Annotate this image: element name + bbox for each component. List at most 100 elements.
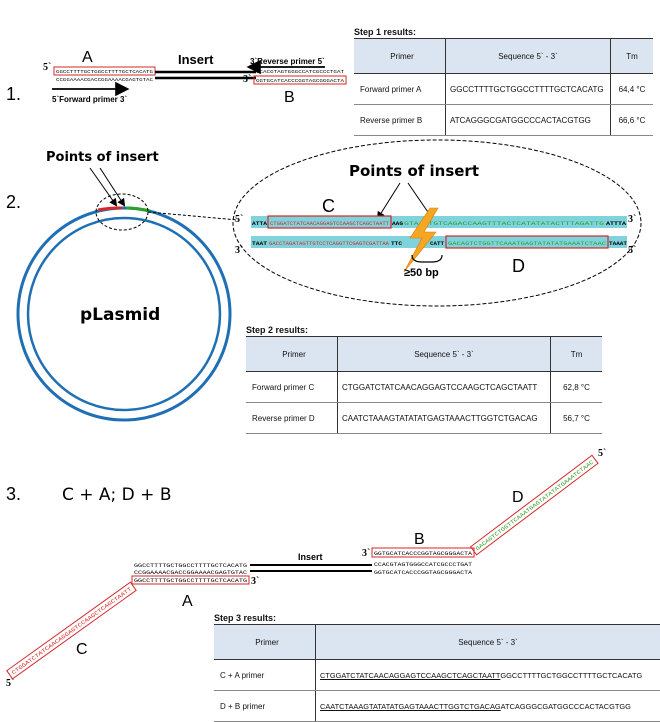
large-points-arrow-1 — [378, 183, 400, 218]
label-d: D — [512, 256, 525, 276]
step-2-number: 2. — [6, 192, 21, 212]
table-row: C + A primer CTGGATCTATCAACAGGAGTCCAAGCT… — [214, 660, 660, 691]
seq-bottom-left: CCGGAAAACGACCGGAAAACGAGTGTAC — [56, 77, 153, 83]
label-c-3: C — [76, 641, 88, 658]
table1-header-row: Primer Sequence 5` - 3` Tm — [354, 39, 653, 74]
prime-3-b: 3` — [362, 548, 370, 559]
label-d-3: D — [512, 489, 524, 506]
table1-cell-tm: 66,6 °C — [611, 105, 654, 136]
points-of-insert-large: Points of insert — [349, 162, 479, 180]
seq-forward-a: GGCCTTTTGCTGGCCTTTTGCTCACATG — [56, 69, 153, 75]
table1-cell-sequence: GGCCTTTTGCTGGCCTTTTGCTCACATG — [446, 74, 611, 105]
plasmid-label: pLasmid — [80, 305, 160, 325]
seq-reverse-top: CCACGTAGTGGGCCATCGCCCTGAT — [256, 69, 344, 75]
table2-header-row: Primer Sequence 5` - 3` Tm — [246, 337, 602, 372]
a-part: GGCCTTTTGCTGGCCTTTTGCTCACATG — [500, 671, 642, 680]
label-a-3: A — [182, 593, 193, 610]
reverse-primer-label: 3`Reverse primer 5` — [250, 57, 325, 66]
table3-cell-primer: D + B primer — [214, 691, 316, 722]
prime-5-top: 5` — [235, 214, 243, 225]
label-b-3: B — [414, 531, 425, 548]
table1-header-tm: Tm — [611, 39, 654, 74]
bot-mid: CATT — [430, 240, 445, 247]
label-a: A — [82, 49, 93, 66]
prime-3-right: 3` — [243, 74, 251, 85]
seq3-b-boxed: GGTGCATCACCCGGTAGCGGGACTA — [374, 551, 472, 557]
table-row: Reverse primer B ATCAGGGCGATGGCCCACTACGT… — [354, 105, 653, 136]
step-3-number: 3. — [6, 484, 21, 504]
bot-end: TAAAT — [609, 240, 628, 247]
prime-5-bottom: 5` — [628, 245, 636, 256]
table1-cell-primer: Reverse primer B — [354, 105, 446, 136]
top-gap: AAG — [392, 220, 404, 227]
table2-header-tm: Tm — [551, 337, 603, 372]
seq3-bot-right: GGTGCATCACCCGGTAGCGGGACTA — [374, 570, 472, 576]
table-row: D + B primer CAATCTAAAGTATATATGAGTAAACTT… — [214, 691, 660, 722]
table1-header-sequence: Sequence 5` - 3` — [446, 39, 611, 74]
top-d-seq: GTAACTGTCAGACCAAGTTTACTCATATATACTTTAGATT… — [404, 220, 604, 227]
table3-cell-sequence: CTGGATCTATCAACAGGAGTCCAAGCTCAGCTAATTGGCC… — [316, 660, 660, 691]
bot-c-seq: GACCTAGATAGTTGTCCTCAGGTTCGAGTCGATTAA — [269, 240, 390, 247]
seq3-d-diag: GACAGTCTGGTTCAAATGAGTATATATGAAATCTAAC — [474, 458, 595, 552]
table-row: Reverse primer D CAATCTAAAGTATATATGAGTAA… — [246, 403, 602, 434]
table2-header-sequence: Sequence 5` - 3` — [338, 337, 551, 372]
table1-caption: Step 1 results: — [354, 27, 416, 37]
top-c-seq: CTGGATCTATCAACAGGAGTCCAAGCTCAGCTAATT — [270, 220, 390, 227]
table-row: Forward primer A GGCCTTTTGCTGGCCTTTTGCTC… — [354, 74, 653, 105]
prime-3-top: 3` — [628, 214, 636, 225]
table1-cell-tm: 64,4 °C — [611, 74, 654, 105]
points-of-insert-small: Points of insert — [46, 150, 159, 165]
zoom-circle-small — [96, 194, 148, 230]
plasmid-green-segment — [126, 208, 150, 211]
prime-5-c: 5` — [6, 678, 14, 689]
d-part-underlined: CAATCTAAAGTATATATGAGTAAACTTGGTCTGACAG — [320, 702, 501, 711]
bot-gap: TTC — [391, 240, 403, 247]
table1: Primer Sequence 5` - 3` Tm Forward prime… — [354, 38, 653, 136]
insert-label: Insert — [178, 52, 214, 67]
seq3-top-left: GGCCTTTTGCTGGCCTTTTGCTCACATG — [134, 563, 247, 569]
bot-start: TAAT — [252, 240, 268, 247]
table3-caption: Step 3 results: — [214, 613, 276, 623]
table2-cell-sequence: CTGGATCTATCAACAGGAGTCCAAGCTCAGCTAATT — [338, 372, 551, 403]
label-b: B — [284, 89, 295, 106]
seq3-a-boxed: GGCCTTTTGCTGGCCTTTTGCTCACATG — [134, 578, 247, 584]
table3-cell-sequence: CAATCTAAAGTATATATGAGTAAACTTGGTCTGACAGATC… — [316, 691, 660, 722]
prime-5-left: 5` — [43, 62, 51, 73]
table2: Primer Sequence 5` - 3` Tm Forward prime… — [246, 336, 602, 434]
seq3-c-diag: CTGGATCTATCAACAGGAGTCCAAGCTCAGCTAATT — [10, 585, 133, 676]
top-end: ATTTA — [606, 220, 627, 227]
seq3-mid-left: CCGGAAAACGACCGGAAAACGAGTGTAC — [134, 570, 247, 576]
primer-d-diagonal: GACAGTCTGGTTCAAATGAGTATATATGAAATCTAAC — [471, 455, 598, 554]
seq3-mid-right: CCACGTAGTGGGCCATCGCCCTGAT — [374, 562, 472, 568]
table2-cell-sequence: CAATCTAAAGTATATATGAGTAAACTTGGTCTGACAG — [338, 403, 551, 434]
primer-c-diagonal: CTGGATCTATCAACAGGAGTCCAAGCTCAGCTAATT — [7, 582, 136, 679]
table2-cell-tm: 56,7 °C — [551, 403, 603, 434]
table2-cell-primer: Forward primer C — [246, 372, 338, 403]
prime-3-bottom: 3` — [235, 245, 243, 256]
table-row: Forward primer C CTGGATCTATCAACAGGAGTCCA… — [246, 372, 602, 403]
plasmid-red-segment — [98, 208, 122, 210]
equation: C + A; D + B — [62, 485, 172, 505]
table3-header-row: Primer Sequence 5` - 3` — [214, 625, 660, 660]
table2-caption: Step 2 results: — [246, 325, 308, 335]
top-start: ATTA — [252, 220, 268, 227]
table1-header-primer: Primer — [354, 39, 446, 74]
prime-3-a: 3` — [251, 576, 259, 587]
table1-cell-sequence: ATCAGGGCGATGGCCCACTACGTGG — [446, 105, 611, 136]
table1-cell-primer: Forward primer A — [354, 74, 446, 105]
table2-header-primer: Primer — [246, 337, 338, 372]
insert-label-3: Insert — [298, 552, 323, 562]
bp-label: ≥50 bp — [404, 267, 439, 279]
table3: Primer Sequence 5` - 3` C + A primer CTG… — [214, 624, 660, 722]
table3-header-sequence: Sequence 5` - 3` — [316, 625, 660, 660]
table3-header-primer: Primer — [214, 625, 316, 660]
prime-5-d: 5` — [598, 448, 606, 459]
table3-cell-primer: C + A primer — [214, 660, 316, 691]
c-part-underlined: CTGGATCTATCAACAGGAGTCCAAGCTCAGCTAATT — [320, 671, 500, 680]
seq-reverse-b: GGTGCATCACCCGGTAGCGGGACTA — [256, 78, 344, 84]
label-c: C — [322, 196, 335, 216]
bot-d-seq: GACAGTCTGGTTCAAATGAGTATATATGAAATCTAAC — [448, 240, 607, 247]
forward-primer-label: 5`Forward primer 3` — [52, 95, 127, 104]
table2-cell-tm: 62,8 °C — [551, 372, 603, 403]
b-part: ATCAGGGCGATGGCCCACTACGTGG — [501, 702, 631, 711]
